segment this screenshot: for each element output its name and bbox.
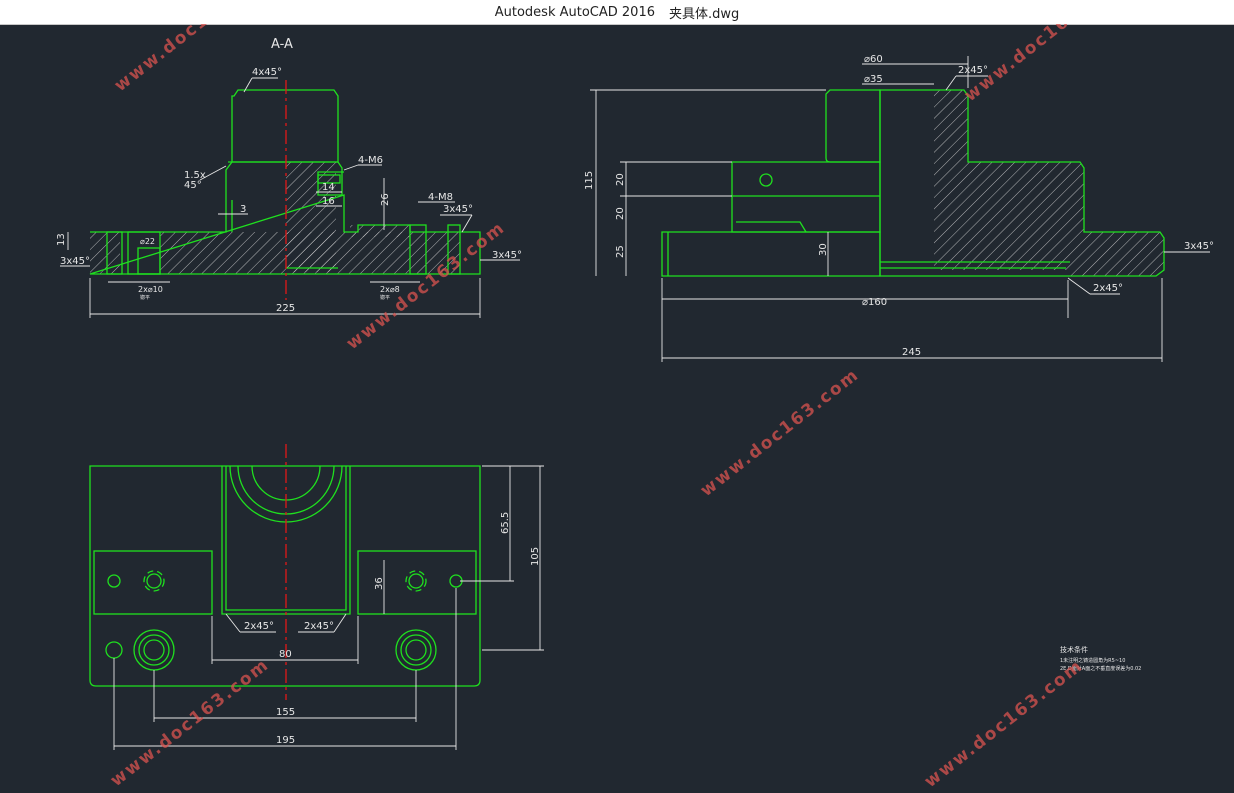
app-name: Autodesk AutoCAD 2016 bbox=[494, 4, 655, 20]
dim-side-chamfer-top: 2x45° bbox=[958, 65, 988, 76]
dim-16: 16 bbox=[322, 196, 335, 207]
section-view-a-a: A-A 4x45° 1.5x 45° 3 4-M6 14 bbox=[56, 37, 522, 318]
dim-115: 115 bbox=[584, 171, 595, 190]
dim-chamfer-top: 4x45° bbox=[252, 67, 282, 78]
watermark-6: www.doc163.com bbox=[921, 656, 1088, 792]
dim-dia-35: ⌀35 bbox=[864, 74, 883, 85]
plan-left-pad bbox=[93, 550, 213, 615]
hole-right-1 bbox=[409, 224, 427, 275]
thread-m6 bbox=[317, 174, 341, 184]
side-top-boss bbox=[825, 89, 881, 163]
dim-20a: 20 bbox=[615, 173, 626, 186]
cad-drawing[interactable]: A-A 4x45° 1.5x 45° 3 4-M6 14 bbox=[0, 24, 1234, 793]
dim-chamfer-right: 3x45° bbox=[443, 204, 473, 215]
watermark-1: www.doc163.com bbox=[111, 24, 278, 96]
side-hole bbox=[759, 173, 773, 187]
dim-155: 155 bbox=[276, 707, 295, 718]
tech-notes-line1: 1未注明之铸造圆角为R5~10 bbox=[1060, 657, 1125, 664]
side-view: ⌀60 ⌀35 2x45° 115 20 20 25 30 3x45° 2x45… bbox=[584, 54, 1214, 362]
dim-dia-10: 2x⌀10 bbox=[138, 285, 163, 294]
dim-14: 14 bbox=[322, 182, 335, 193]
watermark-5: www.doc163.com bbox=[107, 655, 274, 791]
plan-outline bbox=[89, 465, 481, 687]
dim-36: 36 bbox=[374, 577, 385, 590]
dim-245: 245 bbox=[902, 347, 921, 358]
dim-dia-60: ⌀60 bbox=[864, 54, 883, 65]
dim-25: 25 bbox=[615, 245, 626, 258]
file-name: 夹具体.dwg bbox=[668, 6, 740, 22]
drawing-canvas[interactable]: A-A 4x45° 1.5x 45° 3 4-M6 14 bbox=[0, 24, 1234, 793]
dim-side-chamfer-bottom: 2x45° bbox=[1093, 283, 1123, 294]
dim-3: 3 bbox=[240, 204, 246, 215]
dim-side-chamfer-right: 3x45° bbox=[1184, 241, 1214, 252]
dim-dia-8: 2x⌀8 bbox=[380, 285, 400, 294]
dim-plan-chamfer-r: 2x45° bbox=[304, 621, 334, 632]
dim-chamfer-left-a: 1.5x bbox=[184, 170, 206, 181]
side-base bbox=[661, 231, 881, 277]
section-label: A-A bbox=[271, 37, 293, 52]
dim-105: 105 bbox=[530, 547, 541, 566]
hatch-step bbox=[350, 225, 410, 237]
title-bar: Autodesk AutoCAD 2016 夹具体.dwg bbox=[0, 0, 1234, 25]
tech-notes: 技术条件 1未注明之铸造圆角为R5~10 2E,D面对A面之不垂直度误差为0.0… bbox=[1060, 645, 1141, 672]
dim-225: 225 bbox=[276, 303, 295, 314]
dim-65-5: 65.5 bbox=[500, 512, 511, 534]
tech-notes-line2: 2E,D面对A面之不垂直度误差为0.02 bbox=[1060, 665, 1141, 672]
dim-tiny-b: 锪平 bbox=[380, 294, 390, 301]
watermark-4: www.doc163.com bbox=[697, 365, 864, 501]
hatch-base-left bbox=[90, 232, 120, 274]
hole-right-2 bbox=[447, 224, 461, 275]
hole-left-1 bbox=[106, 231, 123, 275]
dim-195: 195 bbox=[276, 735, 295, 746]
watermarks: www.doc163.com www.doc163.com www.doc163… bbox=[107, 24, 1128, 792]
dim-dia-22: ⌀22 bbox=[140, 237, 155, 246]
boss-outline bbox=[231, 89, 339, 163]
hole-left-cb bbox=[137, 247, 161, 275]
hatch-side bbox=[934, 90, 1164, 276]
dim-plan-chamfer-l: 2x45° bbox=[244, 621, 274, 632]
dim-dia-160: ⌀160 bbox=[862, 297, 887, 308]
dim-13: 13 bbox=[56, 233, 67, 246]
dim-tiny-a: 锪平 bbox=[140, 294, 150, 301]
dim-26: 26 bbox=[380, 193, 391, 206]
side-outline bbox=[879, 89, 1165, 277]
dim-20b: 20 bbox=[615, 207, 626, 220]
tech-notes-title: 技术条件 bbox=[1060, 645, 1088, 654]
dim-30: 30 bbox=[818, 243, 829, 256]
dim-chamfer-left-b: 45° bbox=[184, 180, 202, 191]
dim-thread-m6: 4-M6 bbox=[358, 155, 383, 166]
dim-thread-m8: 4-M8 bbox=[428, 192, 453, 203]
base-left-wall bbox=[90, 161, 233, 233]
plan-view: 65.5 105 36 2x45° 2x45° 80 155 195 bbox=[89, 444, 544, 750]
dim-chamfer-left-bottom: 3x45° bbox=[60, 256, 90, 267]
dim-chamfer-right2: 3x45° bbox=[492, 250, 522, 261]
dim-80: 80 bbox=[279, 649, 292, 660]
plan-right-pad bbox=[357, 550, 477, 615]
